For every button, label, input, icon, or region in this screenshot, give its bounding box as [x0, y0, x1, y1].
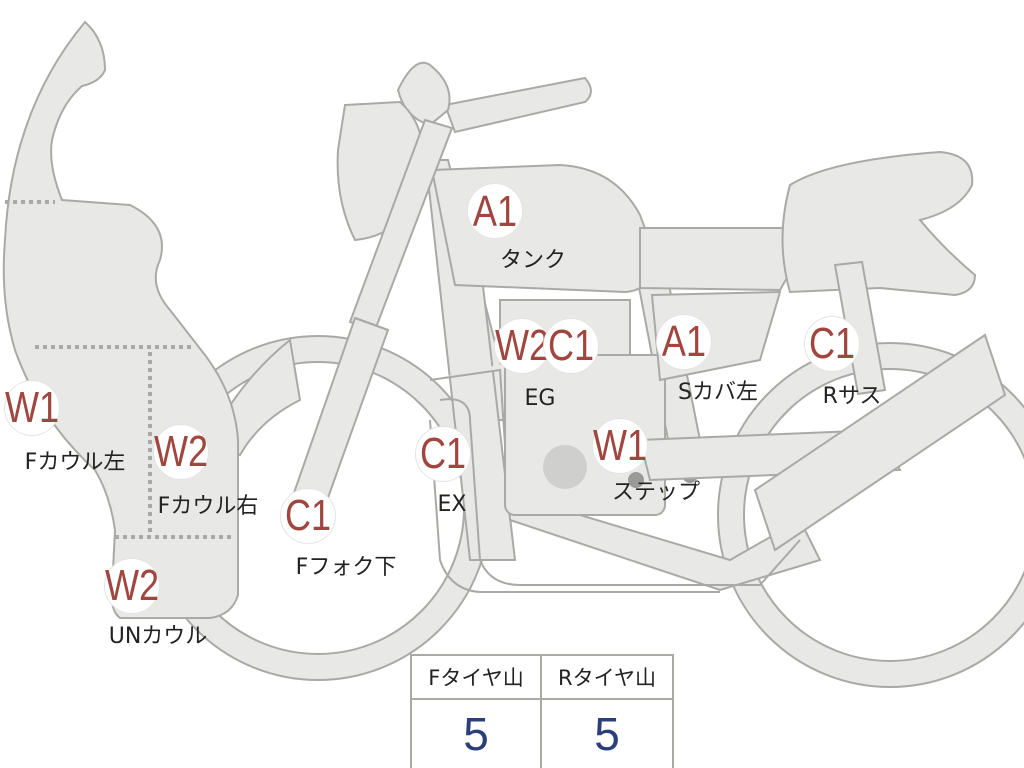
rear-tire-value: 5 — [594, 708, 620, 760]
under-cowl-code: W2 — [104, 561, 160, 610]
step-code: W1 — [592, 421, 648, 470]
f-cowl-left-label: Fカウル左 — [24, 450, 126, 475]
tire-tread-table: Fタイヤ山 Rタイヤ山 5 5 — [410, 654, 674, 768]
f-fork-lower-marker — [280, 488, 336, 544]
s-cover-left-code: A1 — [661, 317, 707, 366]
tank-label: タンク — [499, 248, 567, 273]
s-cover-left-marker — [656, 314, 712, 370]
step-marker — [592, 418, 648, 474]
f-cowl-right-marker — [153, 424, 209, 480]
front-tire-value: 5 — [412, 700, 542, 768]
handlebars — [396, 61, 592, 134]
front-fork — [286, 118, 454, 522]
rear-suspension-marker — [804, 316, 860, 372]
seat — [639, 150, 977, 297]
ex-label: EX — [437, 492, 467, 517]
f-fork-lower-label: Fフォク下 — [295, 555, 397, 580]
eg-c1-marker — [543, 318, 599, 374]
under-cowl-label: UNカウル — [108, 624, 208, 649]
ex-marker — [415, 426, 471, 482]
rear-suspension-label: Rサス — [822, 384, 882, 409]
tank-marker — [467, 183, 523, 239]
ex-code: C1 — [419, 429, 467, 478]
eg-w2-code: W2 — [494, 321, 550, 370]
muffler — [753, 333, 1007, 552]
eg-w2-marker — [494, 318, 550, 374]
under-cowl-marker — [104, 558, 160, 614]
f-cowl-right-code: W2 — [153, 427, 209, 476]
rear-suspension-code: C1 — [808, 319, 856, 368]
f-cowl-left-code: W1 — [4, 383, 60, 432]
f-cowl-right-label: Fカウル右 — [157, 494, 259, 519]
tank-code: A1 — [472, 187, 518, 236]
eg-label: EG — [524, 386, 556, 411]
rear-tire-header: Rタイヤ山 — [542, 656, 672, 700]
step-label: ステップ — [611, 480, 701, 505]
front-cowl — [2, 20, 239, 619]
eg-c1-code: C1 — [547, 321, 595, 370]
f-cowl-left-marker — [4, 380, 60, 436]
s-cover-left-label: Sカバ左 — [678, 380, 758, 405]
f-fork-lower-code: C1 — [284, 491, 332, 540]
front-tire-header: Fタイヤ山 — [412, 656, 542, 700]
